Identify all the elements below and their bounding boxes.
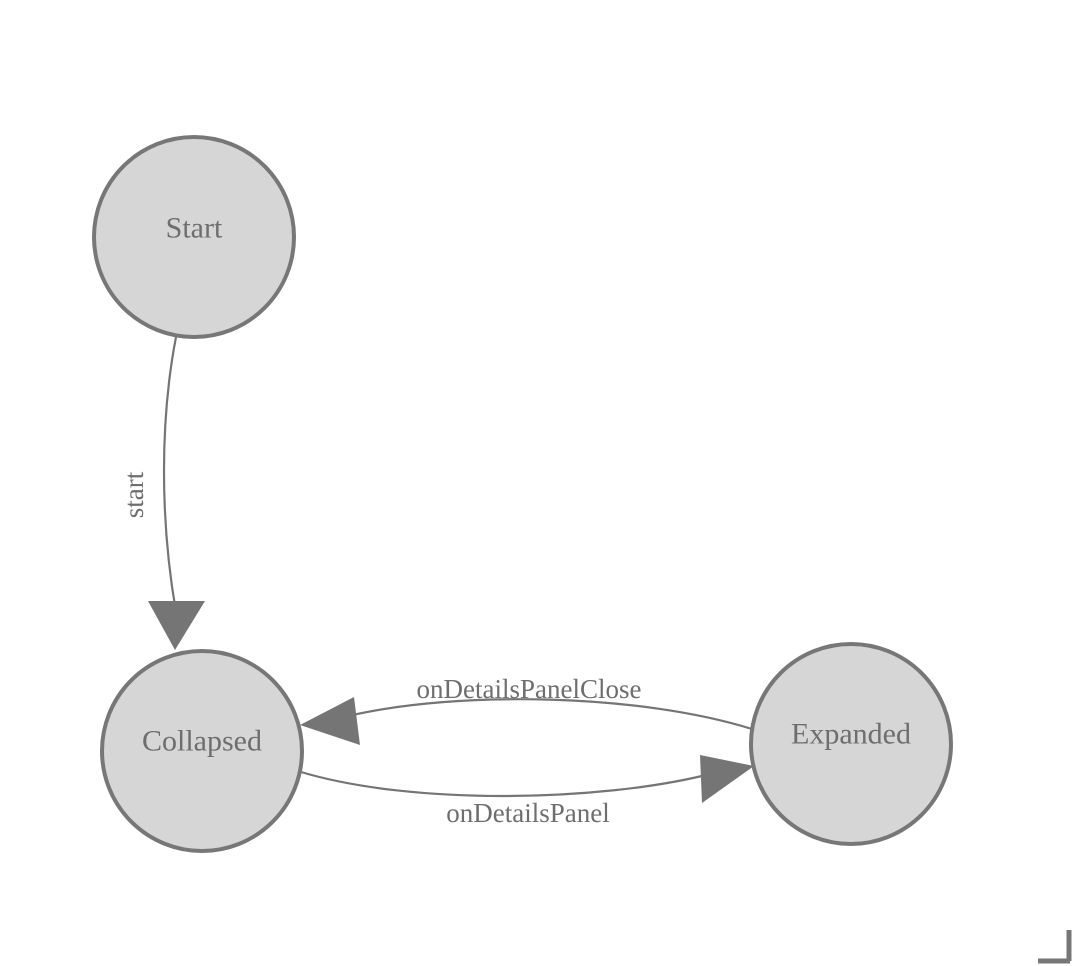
node-collapsed-circle	[100, 649, 304, 853]
edge-collapsed-to-expanded-path	[300, 770, 707, 798]
node-start[interactable]: Start	[92, 135, 296, 339]
edge-label-start: start	[119, 471, 149, 518]
edge-start-to-collapsed[interactable]	[148, 336, 205, 650]
node-expanded[interactable]: Expanded	[749, 642, 953, 846]
edge-label-on-details-panel-close: onDetailsPanelClose	[417, 674, 642, 704]
node-collapsed-label: Collapsed	[142, 725, 262, 758]
edge-expanded-to-collapsed-path	[347, 698, 753, 731]
edge-collapsed-to-expanded-arrowhead	[700, 755, 754, 803]
resize-handle-icon[interactable]	[1038, 930, 1072, 964]
node-start-circle	[92, 135, 296, 339]
edge-label-on-details-panel: onDetailsPanel	[446, 798, 609, 828]
edge-collapsed-to-expanded[interactable]	[300, 755, 754, 803]
node-start-label: Start	[166, 212, 223, 245]
edge-expanded-to-collapsed-arrowhead	[300, 697, 360, 745]
edge-start-to-collapsed-arrowhead	[148, 601, 205, 650]
node-expanded-label: Expanded	[791, 718, 911, 751]
edge-expanded-to-collapsed[interactable]	[300, 697, 753, 745]
node-expanded-circle	[749, 642, 953, 846]
edge-start-to-collapsed-path	[162, 336, 178, 613]
node-collapsed[interactable]: Collapsed	[100, 649, 304, 853]
